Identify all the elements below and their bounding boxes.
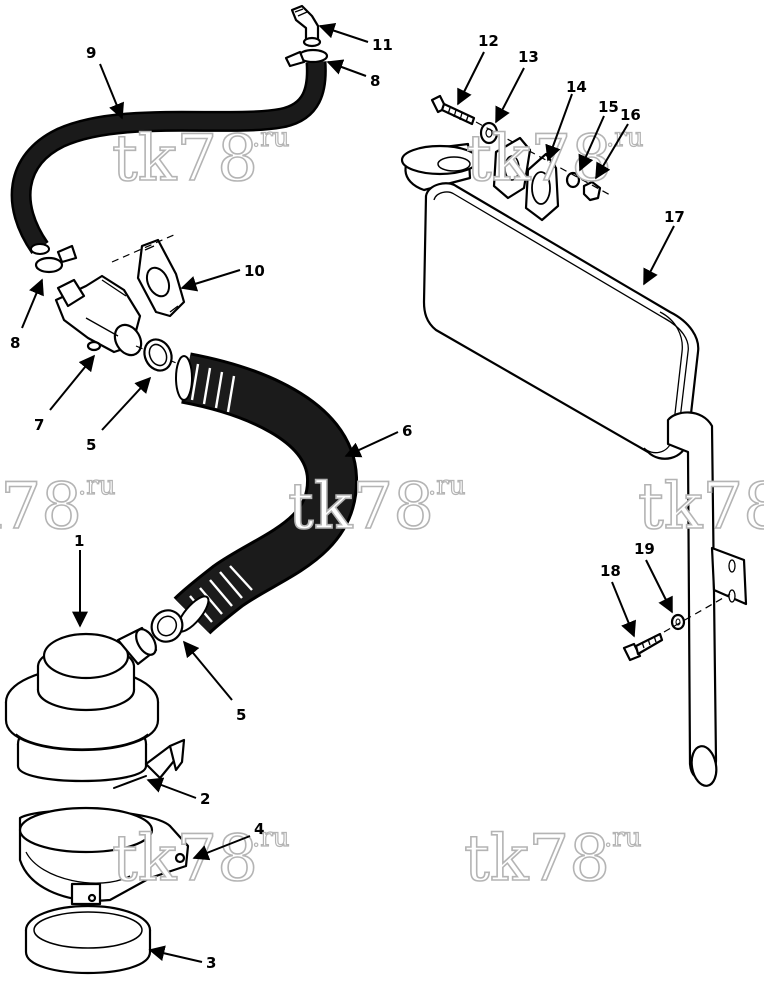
callout-11: 11 (372, 36, 393, 54)
elbow-fitting-part-11 (290, 4, 322, 48)
watermark-middle-left: tk78 .ru (0, 469, 116, 545)
retaining-ring-part-3 (24, 904, 152, 975)
callout-9: 9 (86, 44, 96, 62)
nut-part-16 (582, 180, 602, 202)
gasket-part-10 (136, 238, 186, 318)
bolt-part-12 (430, 94, 476, 126)
watermark-group: tk78 .ru tk78 .ru tk78 .ru tk78 .ru tk78… (0, 121, 764, 897)
svg-text:tk78: tk78 (466, 122, 612, 196)
callout-17: 17 (664, 208, 685, 226)
callout-4: 4 (254, 820, 264, 838)
callout-16: 16 (620, 106, 641, 124)
corrugated-hose-part-6 (173, 352, 358, 635)
svg-text:tk78: tk78 (288, 470, 434, 544)
callout-5-upper: 5 (86, 436, 96, 454)
callout-19: 19 (634, 540, 655, 558)
watermark-bottom-left: tk78 .ru (111, 821, 290, 897)
callout-8-top: 8 (370, 72, 380, 90)
callout-leaders (21, 22, 675, 963)
svg-text:tk78: tk78 (638, 470, 764, 544)
svg-text:.ru: .ru (78, 471, 115, 501)
watermark-bottom-right: tk78 .ru (463, 821, 642, 897)
watermark-middle-right: tk78 (637, 469, 764, 545)
svg-text:tk78: tk78 (112, 122, 258, 196)
air-cleaner-part-1 (4, 626, 186, 789)
callout-7: 7 (34, 416, 44, 434)
callout-1: 1 (74, 532, 84, 550)
muffler-part-17 (400, 136, 748, 787)
svg-text:tk78: tk78 (112, 822, 258, 896)
watermark-top-left: tk78 .ru (111, 121, 290, 197)
bolt-part-18 (622, 632, 664, 662)
hose-clamp-part-8-top (284, 48, 329, 68)
callout-14: 14 (566, 78, 587, 96)
callout-8-left: 8 (10, 334, 20, 352)
callout-6: 6 (402, 422, 412, 440)
callout-10: 10 (244, 262, 265, 280)
svg-text:.ru: .ru (428, 471, 465, 501)
svg-text:.ru: .ru (252, 123, 289, 153)
callout-12: 12 (478, 32, 499, 50)
callout-15: 15 (598, 98, 619, 116)
washer-part-19 (670, 613, 686, 631)
elbow-housing-part-7 (54, 274, 143, 357)
svg-text:tk78: tk78 (464, 822, 610, 896)
svg-text:tk78: tk78 (0, 470, 82, 544)
upper-hose-part-9 (10, 61, 327, 255)
hose-clamp-part-5-lower (150, 609, 184, 643)
callout-3: 3 (206, 954, 216, 972)
watermark-top-right: tk78 .ru (465, 121, 644, 197)
mounting-bracket-part-4 (18, 806, 190, 906)
hose-clamp-part-5-upper (143, 338, 173, 372)
svg-text:.ru: .ru (252, 823, 289, 853)
watermark-middle-center: tk78 .ru (287, 469, 466, 545)
svg-text:.ru: .ru (606, 123, 643, 153)
callout-18: 18 (600, 562, 621, 580)
callout-2: 2 (200, 790, 210, 808)
callout-numbers: 11 8 9 10 8 7 5 6 1 5 2 4 3 12 13 14 15 … (10, 32, 685, 972)
callout-5-lower: 5 (236, 706, 246, 724)
callout-13: 13 (518, 48, 539, 66)
svg-text:.ru: .ru (604, 823, 641, 853)
hose-clamp-part-8-left (34, 244, 78, 274)
